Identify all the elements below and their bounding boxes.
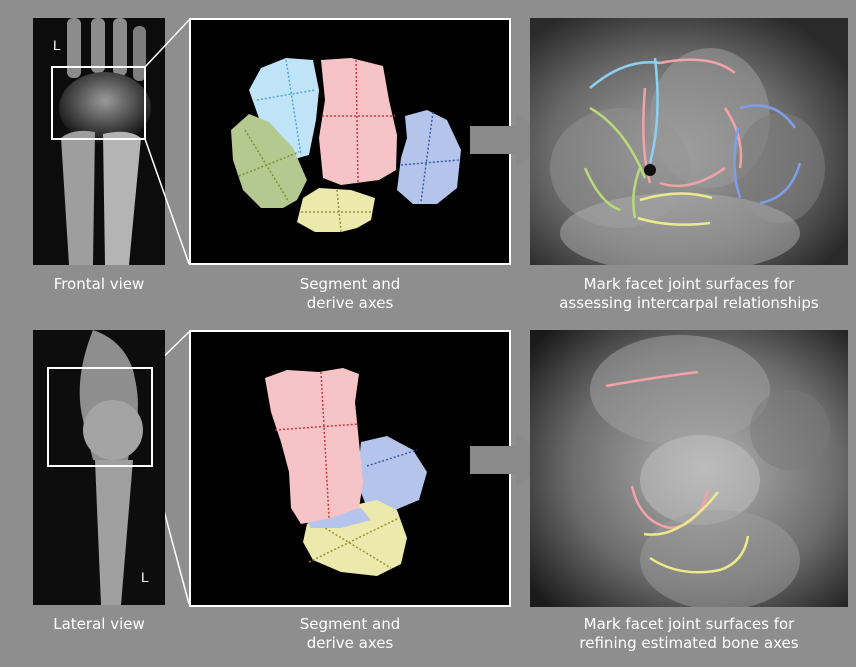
caption-line: Segment and bbox=[189, 615, 511, 634]
side-marker-L: L bbox=[141, 569, 149, 585]
caption-lateral-view: Lateral view bbox=[33, 615, 165, 634]
caption-segment-lateral: Segment and derive axes bbox=[189, 615, 511, 653]
caption-facet-frontal: Mark facet joint surfaces for assessing … bbox=[530, 275, 848, 313]
caption-line: assessing intercarpal relationships bbox=[530, 294, 848, 313]
facet-marking-panel-lateral bbox=[530, 330, 848, 607]
caption-line: derive axes bbox=[189, 294, 511, 313]
caption-line: Mark facet joint surfaces for bbox=[530, 275, 848, 294]
lateral-xray-thumbnail: L bbox=[33, 330, 165, 605]
segmentation-panel-lateral bbox=[189, 330, 511, 607]
facet-marking-panel-frontal bbox=[530, 18, 848, 265]
caption-line: Segment and bbox=[189, 275, 511, 294]
caption-line: refining estimated bone axes bbox=[530, 634, 848, 653]
bone-segment-pink bbox=[265, 368, 363, 524]
bone-segment-yellow bbox=[297, 188, 375, 232]
segmentation-panel-frontal bbox=[189, 18, 511, 265]
caption-frontal-view: Frontal view bbox=[33, 275, 165, 294]
caption-segment-frontal: Segment and derive axes bbox=[189, 275, 511, 313]
caption-line: Mark facet joint surfaces for bbox=[530, 615, 848, 634]
caption-facet-lateral: Mark facet joint surfaces for refining e… bbox=[530, 615, 848, 653]
bone-segment-lavender bbox=[357, 436, 427, 510]
bone-segment-lavender bbox=[397, 110, 461, 204]
caption-line: derive axes bbox=[189, 634, 511, 653]
